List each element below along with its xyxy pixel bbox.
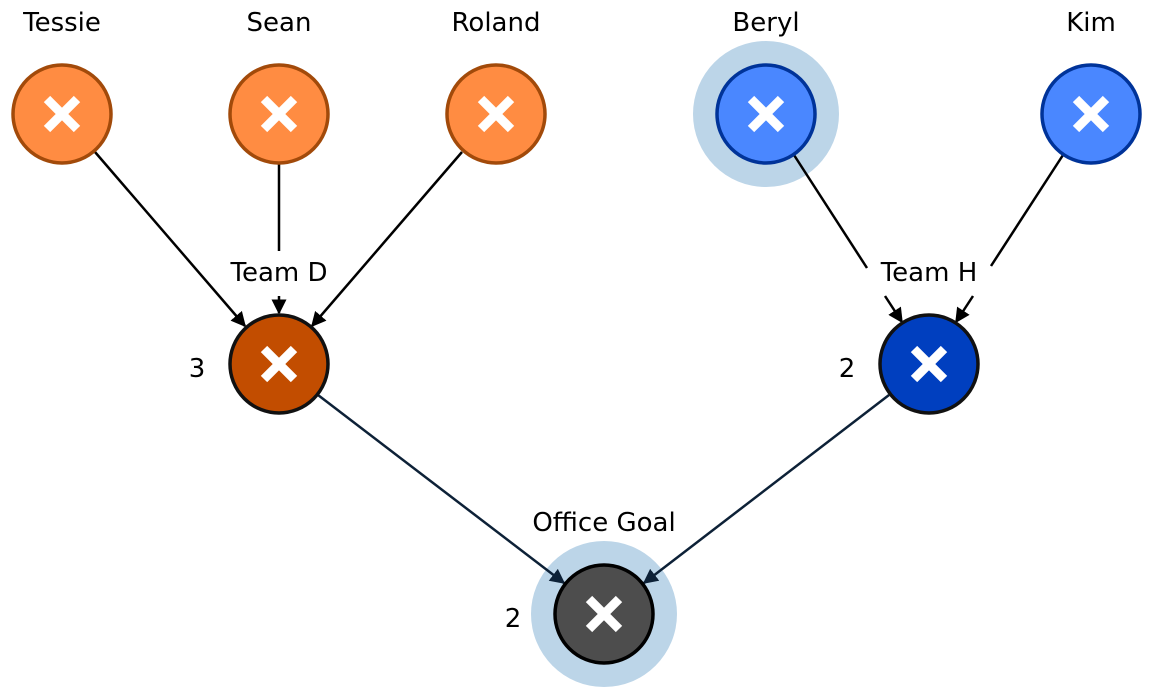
team-d-count: 3 [189,354,206,384]
node-team-h[interactable]: Team H 2 [839,258,980,415]
x-icon [585,595,623,633]
x-icon [910,345,948,383]
node-kim[interactable]: Kim [1040,8,1142,165]
roland-label: Roland [452,8,541,38]
kim-label: Kim [1066,8,1116,38]
edge-kim-to-team-h-upper [989,154,1065,267]
beryl-label: Beryl [732,8,799,38]
team-h-count: 2 [839,354,856,384]
edge-kim-to-team-h-lower [954,295,975,324]
office-goal-label: Office Goal [532,508,675,538]
node-beryl[interactable]: Beryl [715,8,817,165]
edge-team-h-to-office-goal [642,394,890,584]
team-h-label: Team H [880,258,978,288]
team-d-label: Team D [229,258,327,288]
node-office-goal[interactable]: Office Goal 2 [505,508,676,665]
edge-beryl-to-team-h-lower [883,295,904,324]
x-icon [477,95,515,133]
node-team-d[interactable]: Team D 3 [189,258,330,415]
sean-label: Sean [247,8,312,38]
office-goal-count: 2 [505,604,522,634]
x-icon [260,95,298,133]
tessie-label: Tessie [22,8,101,38]
x-icon [1072,95,1110,133]
edge-team-d-to-office-goal [317,394,566,584]
node-sean[interactable]: Sean [228,8,330,165]
x-icon [43,95,81,133]
edges [94,151,1065,584]
node-roland[interactable]: Roland [445,8,547,165]
x-icon [747,95,785,133]
x-icon [260,345,298,383]
node-tessie[interactable]: Tessie [11,8,113,165]
edge-roland-to-team-d [311,151,463,328]
edge-tessie-to-team-d [94,151,246,328]
edge-beryl-to-team-h-upper [792,154,869,269]
